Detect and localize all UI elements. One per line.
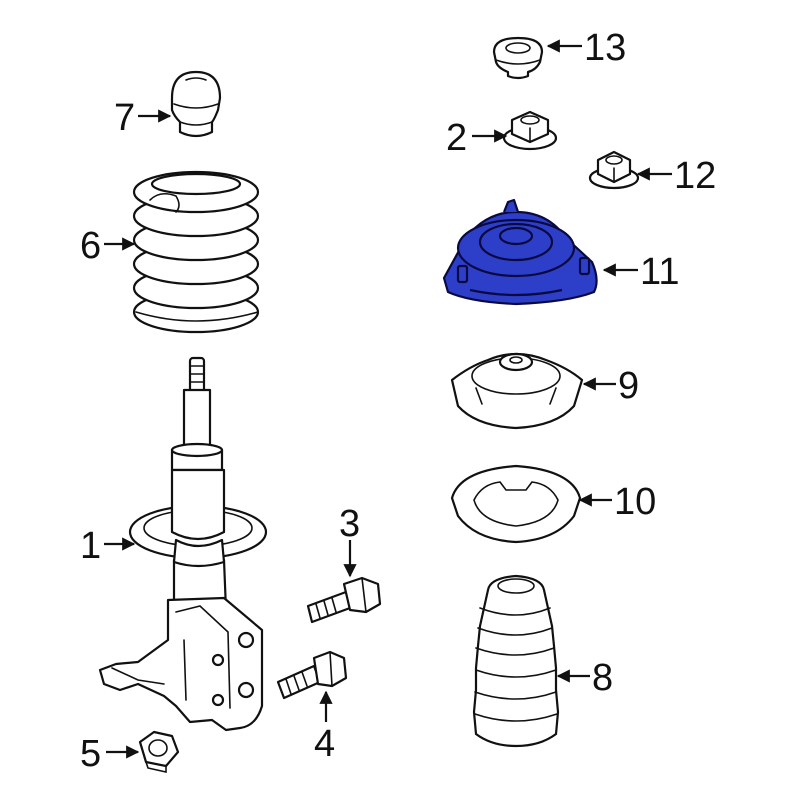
callout-9: 9 bbox=[618, 365, 639, 407]
part-12-flange-nut[interactable] bbox=[588, 150, 640, 190]
part-4-bolt[interactable] bbox=[276, 650, 348, 700]
callout-2: 2 bbox=[446, 117, 467, 159]
part-11-base-line bbox=[469, 288, 563, 297]
callout-6: 6 bbox=[80, 225, 101, 267]
callout-1: 1 bbox=[80, 525, 101, 567]
callout-labels: 7 6 1 3 4 5 13 2 12 11 9 10 8 bbox=[80, 27, 716, 775]
part-9-spring-seat[interactable] bbox=[450, 352, 584, 430]
part-1-strut[interactable] bbox=[98, 356, 268, 732]
callout-5: 5 bbox=[80, 733, 101, 775]
part-2-flange-nut[interactable] bbox=[502, 110, 558, 151]
part-10-insulator[interactable] bbox=[450, 464, 582, 544]
part-11-strut-mount[interactable] bbox=[442, 198, 598, 306]
part-8-dust-boot[interactable] bbox=[472, 574, 560, 748]
part-5-nut[interactable] bbox=[138, 730, 180, 773]
callout-7: 7 bbox=[114, 97, 135, 139]
callout-11: 11 bbox=[640, 251, 679, 293]
part-7-bump-stop[interactable] bbox=[170, 70, 222, 138]
part-11-stem bbox=[502, 198, 520, 213]
part-3-bolt[interactable] bbox=[306, 576, 382, 624]
leader-arrows bbox=[104, 39, 672, 759]
part-13-cap[interactable] bbox=[492, 36, 544, 80]
callout-12: 12 bbox=[674, 155, 716, 197]
part-11-stud-left bbox=[456, 264, 469, 284]
callout-10: 10 bbox=[614, 481, 656, 523]
part-11-stud-right bbox=[578, 256, 591, 276]
callout-13: 13 bbox=[584, 27, 626, 69]
callout-4: 4 bbox=[314, 723, 335, 765]
callout-8: 8 bbox=[592, 657, 613, 699]
part-6-coil-spring[interactable] bbox=[132, 170, 260, 334]
callout-3: 3 bbox=[339, 503, 360, 545]
part-11-ring-inner bbox=[498, 226, 534, 246]
